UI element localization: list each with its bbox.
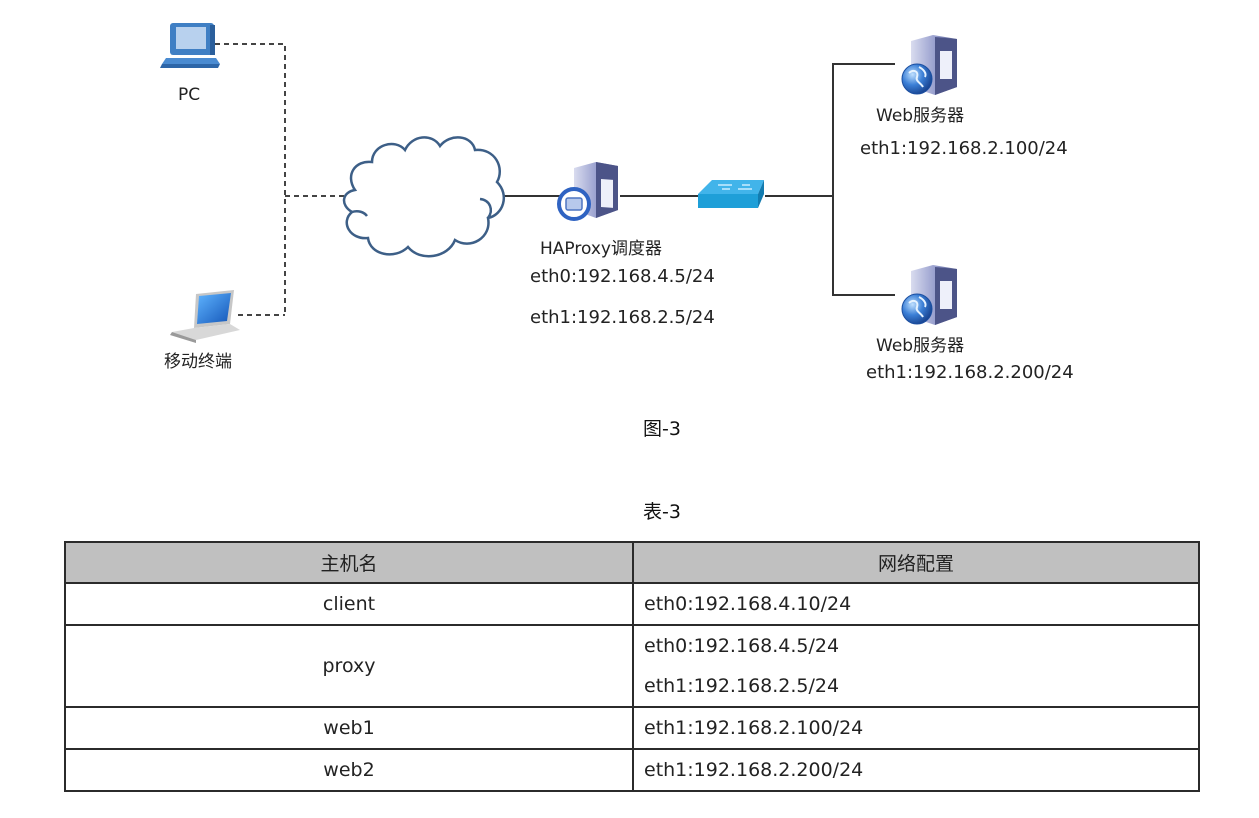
config-line: eth1:192.168.2.100/24 (644, 717, 864, 739)
host-cell: client (64, 582, 634, 626)
web-server-icon (901, 265, 957, 325)
config-cell: eth1:192.168.2.100/24 (632, 706, 1200, 750)
haproxy-label: HAProxy调度器 (540, 239, 662, 259)
haproxy-eth0-ip: eth0:192.168.4.5/24 (530, 266, 715, 287)
laptop-icon (170, 290, 240, 343)
link-bus-web1 (832, 63, 895, 296)
table-row: web1 eth1:192.168.2.100/24 (64, 706, 1200, 750)
config-cell: eth0:192.168.4.5/24 eth1:192.168.2.5/24 (632, 624, 1200, 708)
cloud-icon (342, 136, 506, 258)
proxy-server-icon (557, 162, 618, 221)
host-cell: web1 (64, 706, 634, 750)
config-cell: eth1:192.168.2.200/24 (632, 748, 1200, 792)
header-hostname: 主机名 (64, 541, 634, 584)
host-cell: proxy (64, 624, 634, 708)
switch-icon (698, 180, 764, 208)
mobile-terminal-label: 移动终端 (164, 352, 232, 372)
web2-ip: eth1:192.168.2.200/24 (866, 362, 1074, 383)
dashed-links (215, 43, 350, 316)
table-row: web2 eth1:192.168.2.200/24 (64, 748, 1200, 792)
config-cell: eth0:192.168.4.10/24 (632, 582, 1200, 626)
table-row: client eth0:192.168.4.10/24 (64, 582, 1200, 626)
table-row: proxy eth0:192.168.4.5/24 eth1:192.168.2… (64, 624, 1200, 708)
link-pc (215, 43, 286, 315)
web2-label: Web服务器 (876, 336, 965, 356)
web-server-icon (901, 35, 957, 95)
solid-links (504, 63, 895, 296)
pc-label: PC (178, 85, 201, 105)
config-line: eth1:192.168.2.5/24 (644, 675, 840, 697)
desktop-pc-icon (160, 23, 220, 68)
table-caption: 表-3 (643, 501, 681, 523)
network-config-table: 主机名 网络配置 client eth0:192.168.4.10/24 pro… (64, 541, 1200, 792)
host-cell: web2 (64, 748, 634, 792)
config-line: eth0:192.168.4.10/24 (644, 593, 852, 615)
web1-label: Web服务器 (876, 106, 965, 126)
figure-caption: 图-3 (643, 418, 681, 440)
network-diagram (160, 23, 957, 343)
header-network-config: 网络配置 (632, 541, 1200, 584)
web1-ip: eth1:192.168.2.100/24 (860, 138, 1068, 159)
haproxy-eth1-ip: eth1:192.168.2.5/24 (530, 307, 715, 328)
config-line: eth1:192.168.2.200/24 (644, 759, 864, 781)
table-header-row: 主机名 网络配置 (64, 541, 1200, 584)
config-line: eth0:192.168.4.5/24 (644, 635, 840, 657)
